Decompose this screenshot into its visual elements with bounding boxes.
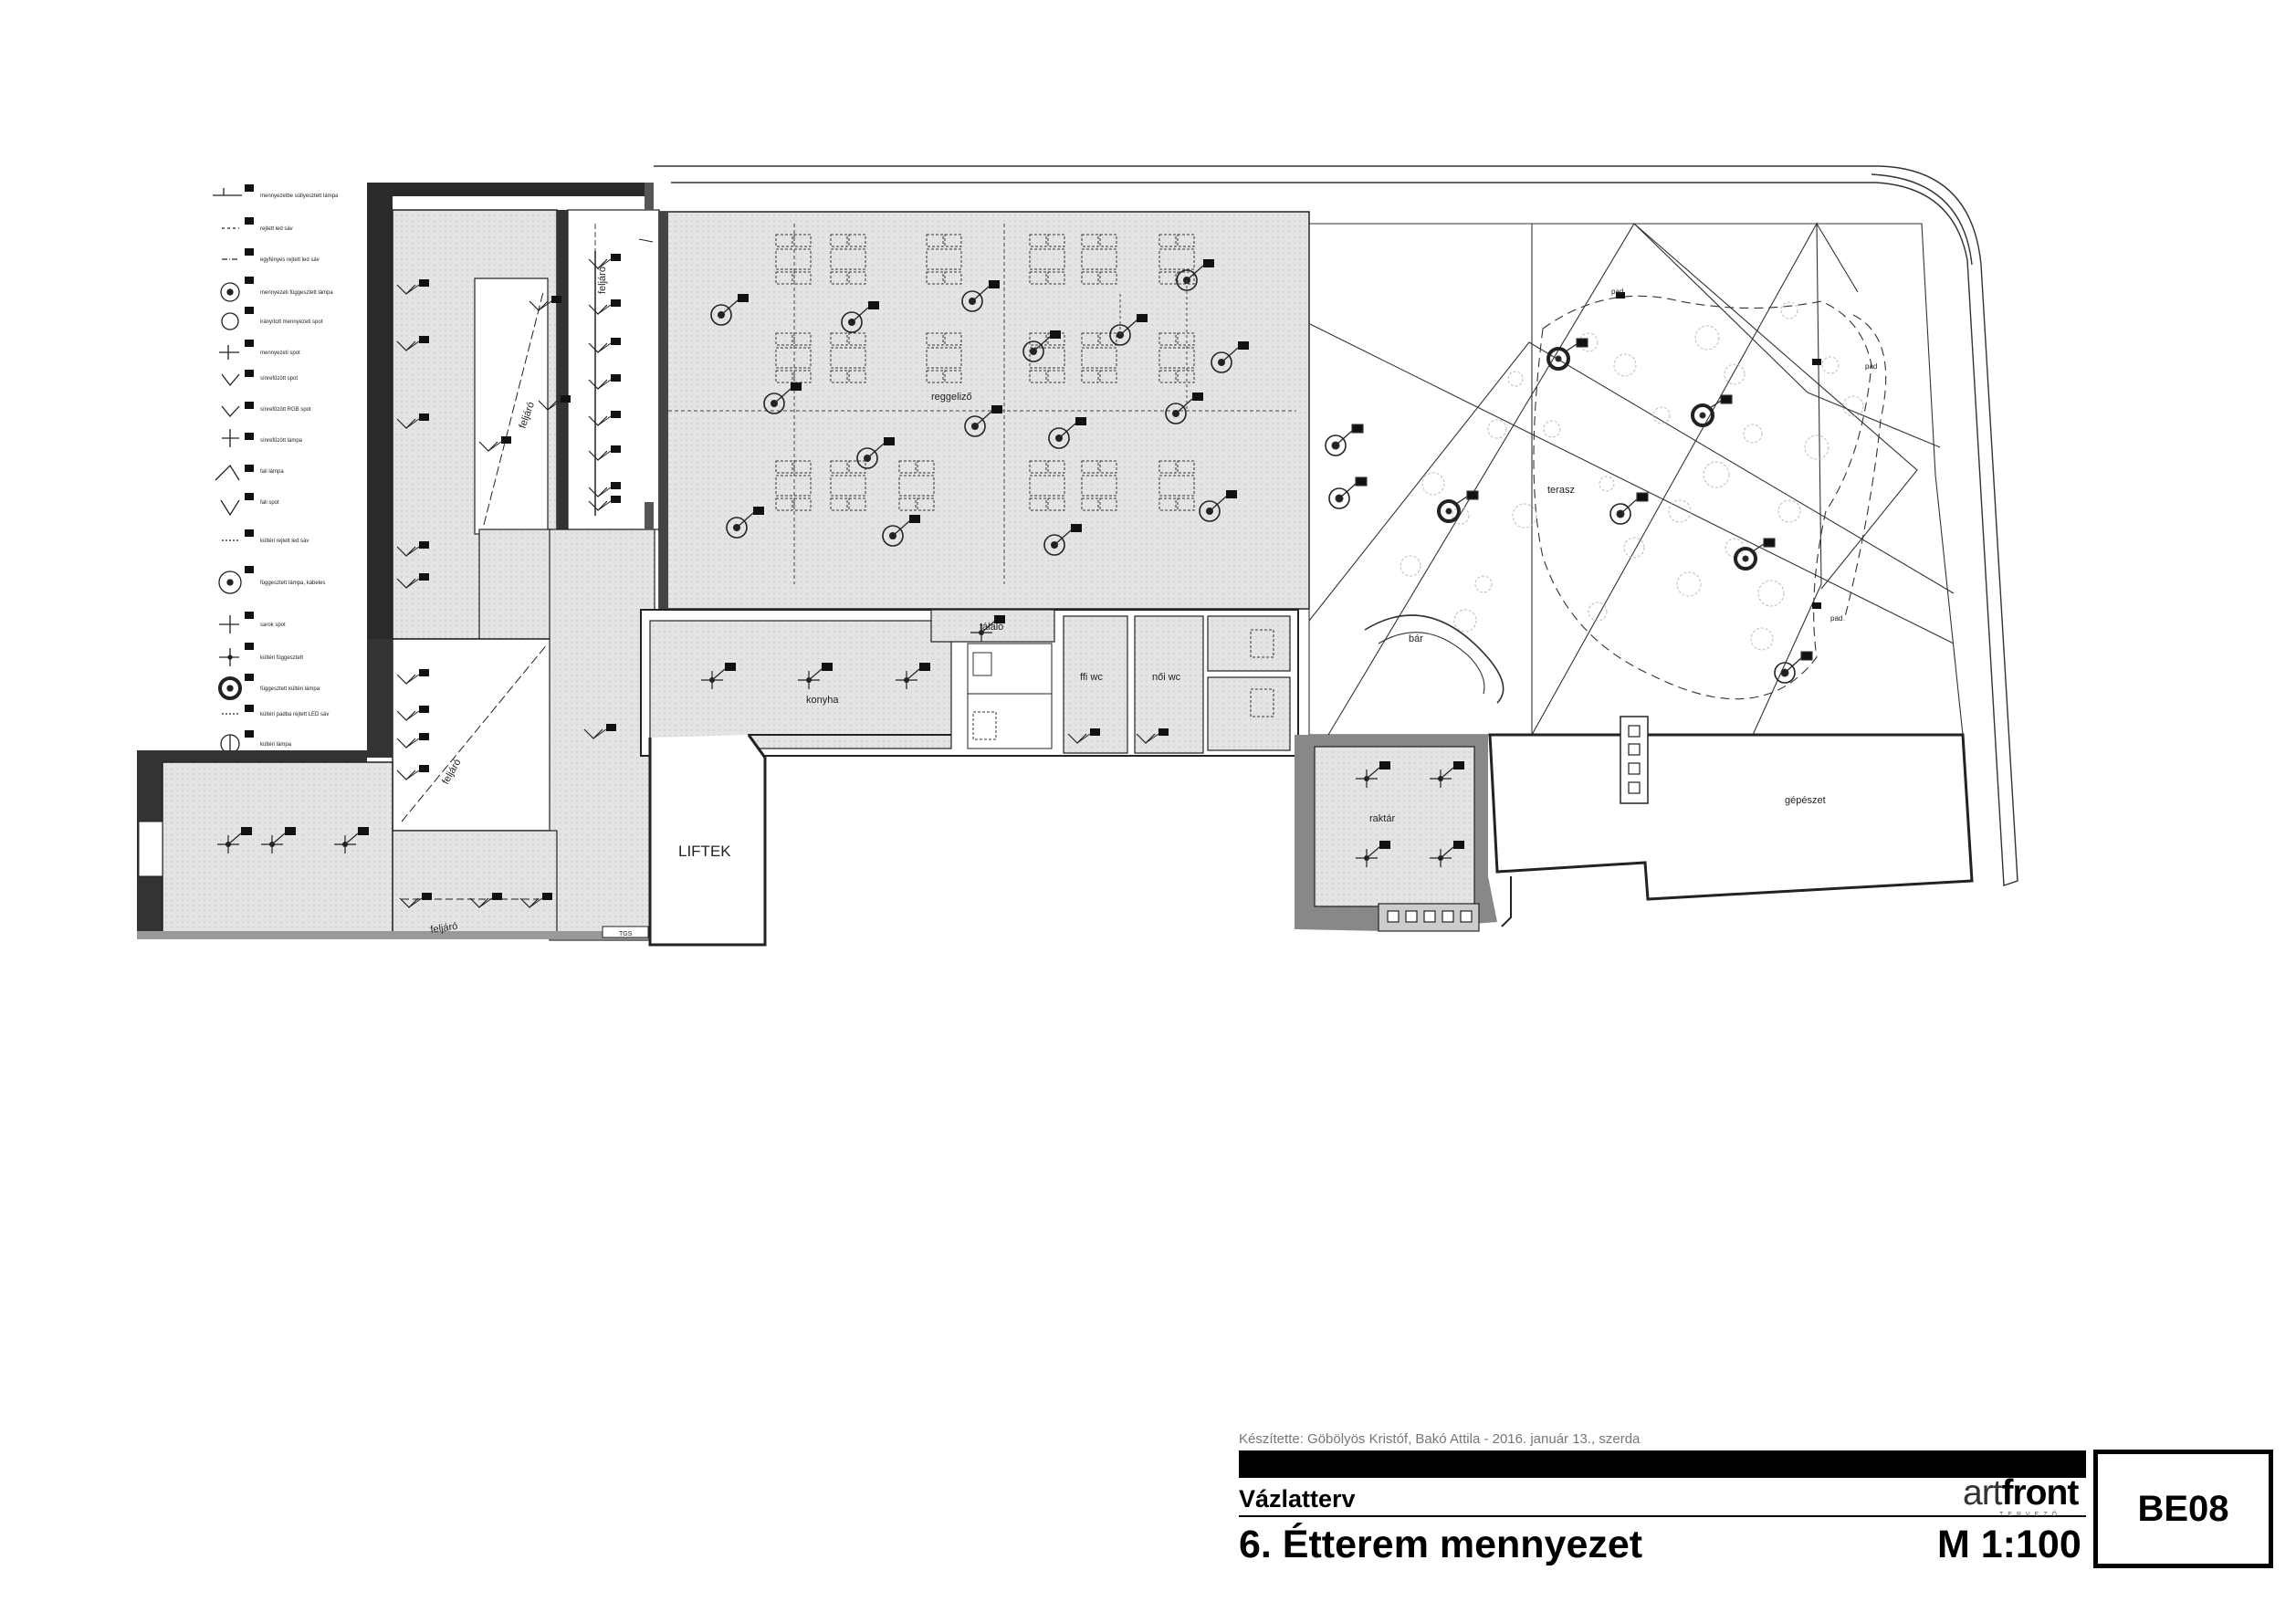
left-wing-fixtures [216,238,654,908]
legend-text-6: mennyezeti spot [260,351,300,356]
room-label-noi-wc: női wc [1152,672,1181,683]
drawing-scale: M 1:100 [1937,1523,2081,1566]
legend-text-11: fali spot [260,500,279,506]
legend-text-12: kültéri rejtett led sáv [260,539,309,544]
room-label-konyha: konyha [806,695,839,706]
legend-text-15: kültéri függesztett [260,655,303,661]
credit-line: Készítette: Göbölyös Kristóf, Bakó Attil… [1239,1431,1641,1447]
logo-subtitle: TERVEZŐ [1999,1512,2061,1518]
room-label-raktar: raktár [1369,813,1395,824]
storage-mechanical [1295,716,1974,932]
logo-art: art [1963,1473,2003,1513]
terrace-pendant-lights [1325,337,1813,684]
room-label-liftek: LIFTEK [678,843,731,860]
terrace-outline [654,165,2018,886]
room-label-tgs: TGS [619,931,633,937]
room-label-talalo: tálaló [980,622,1003,633]
terrace [1308,221,1964,736]
room-label-bar: bár [1409,633,1423,644]
legend-text-3: egyfényes rejtett led sáv [260,257,320,263]
drawing-type: Vázlatterv [1239,1485,1356,1513]
room-label-feljaro-2: feljáró [597,267,608,294]
left-wing [137,183,660,941]
legend-text-18: kültéri lámpa [260,742,292,748]
restaurant-room [658,211,1310,610]
logo-front: front [2001,1473,2080,1513]
title-bar [1239,1450,2086,1478]
legend-text-7: sínrefűzött spot [260,376,298,382]
room-label-feljaro-4: feljáró [430,921,458,936]
legend-text-17: kültéri padba rejtett LED sáv [260,712,329,717]
room-label-gepeszet: gépészet [1785,795,1826,806]
artfront-logo: artfront [1963,1473,2080,1513]
room-label-reggelizo: reggeliző [931,392,972,403]
room-label-ffi-wc: ffi wc [1080,672,1103,683]
legend-text-10: fali lámpa [260,469,284,475]
legend-text-13: függesztett lámpa, kábeles [260,581,325,586]
room-label-pad-2: pad [1865,362,1877,371]
legend-text-16: függesztett kültéri lámpa [260,686,320,692]
drawing-title: 6. Étterem mennyezet [1239,1523,1643,1566]
legend-text-14: sarok spot [260,623,286,628]
room-label-terasz: terasz [1547,485,1575,496]
legend: mennyezetbe süllyesztett lámpa rejtett l… [213,184,339,758]
room-label-pad-3: pad [1830,614,1842,623]
title-rule [1239,1515,2086,1517]
sheet-code: BE08 [2137,1488,2229,1529]
legend-text-1: mennyezetbe süllyesztett lámpa [260,194,339,199]
service-block [640,609,1299,947]
legend-text-4: mennyezeti függesztett lámpa [260,290,333,296]
legend-text-9: sínrefűzött lámpa [260,438,303,444]
room-label-pad-1: pad [1611,288,1623,296]
legend-symbols [213,184,254,758]
legend-text-2: rejtett led sáv [260,226,293,232]
sheet-code-box: BE08 [2093,1450,2273,1568]
legend-text-8: sínrefűzött RGB spot [260,407,311,413]
legend-text-5: irányított mennyezeti spot [260,319,323,325]
terrace-plants [1400,301,1864,651]
